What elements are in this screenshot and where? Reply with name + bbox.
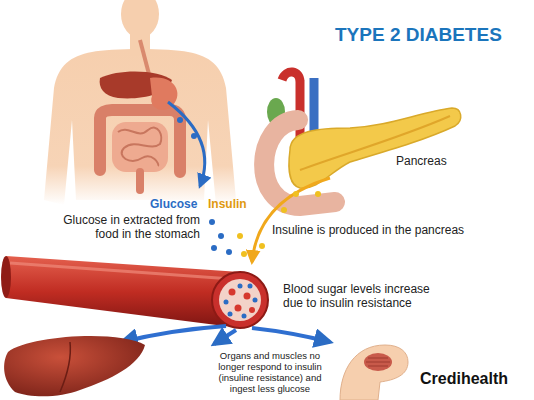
- small-intestine: [112, 122, 168, 172]
- pancreas: [289, 108, 461, 188]
- glucose-dot: [238, 284, 243, 289]
- insulin-dot: [293, 191, 299, 197]
- rectum: [136, 172, 144, 190]
- glucose-dot: [218, 233, 224, 239]
- hormone-label: Insulin: [208, 197, 247, 211]
- vessel-lumen: [219, 279, 261, 321]
- insulin-dot: [281, 207, 287, 213]
- glucose-dot: [228, 312, 233, 317]
- insulin-dot: [315, 191, 321, 197]
- glucose-dot: [253, 298, 258, 303]
- annotation-text: Glucose in extracted from food in the st…: [62, 213, 200, 241]
- blood-cell: [235, 305, 242, 312]
- insulin-flow: [237, 178, 330, 262]
- glucose-arrow: [252, 328, 330, 342]
- annotation-text: Organs and muscles no longer respond to …: [209, 350, 331, 394]
- glucose-dot: [226, 249, 232, 255]
- watermark: Credihealth: [420, 370, 508, 388]
- large-intestine: [100, 110, 180, 172]
- glucose-arrow: [214, 330, 236, 344]
- hormone-label: Glucose: [150, 197, 197, 211]
- insulin-dot: [237, 233, 243, 239]
- glucose-dot: [248, 284, 253, 289]
- liver-shape: [4, 336, 145, 396]
- insulin-dot: [259, 243, 265, 249]
- annotation-text: Blood sugar levels increase due to insul…: [283, 282, 448, 310]
- pancreas-illustration: [264, 72, 461, 206]
- muscle-fibres: [366, 358, 390, 366]
- vessel-highlight: [10, 263, 232, 279]
- torso: [44, 49, 236, 205]
- vessel-tube: [6, 256, 240, 328]
- blood-cell: [244, 293, 251, 300]
- pancreatic-duct: [300, 116, 450, 170]
- blood-cell: [229, 289, 236, 296]
- insulin-arrow: [252, 178, 330, 262]
- head: [121, 0, 159, 38]
- glucose-dot: [209, 219, 215, 225]
- human-body: [44, 0, 236, 205]
- muscle: [364, 353, 392, 371]
- liver-lobe-line: [60, 342, 70, 392]
- glucose-dot: [191, 133, 197, 139]
- insulin-dot: [241, 251, 247, 257]
- glucose-arrow: [122, 326, 226, 342]
- glucose-arrow: [168, 102, 205, 186]
- glucose-dot: [224, 300, 229, 305]
- vessel-end: [1, 256, 11, 298]
- arm-shape: [340, 345, 408, 400]
- intestine-coil: [118, 128, 161, 166]
- blood-vessel: [1, 256, 268, 328]
- arm: [340, 345, 408, 400]
- annotation-text: Insuline is produced in the pancreas: [272, 223, 464, 237]
- liver: [4, 336, 145, 396]
- outflow-arrows: [122, 326, 330, 344]
- diagram-title: TYPE 2 DIABETES: [335, 24, 502, 46]
- glucose-dot: [211, 245, 217, 251]
- glucose-dot: [242, 314, 247, 319]
- vessel-opening: [212, 272, 268, 328]
- organ-label: Pancreas: [396, 154, 447, 168]
- blood-cell: [249, 307, 255, 313]
- glucose-dot: [177, 117, 183, 123]
